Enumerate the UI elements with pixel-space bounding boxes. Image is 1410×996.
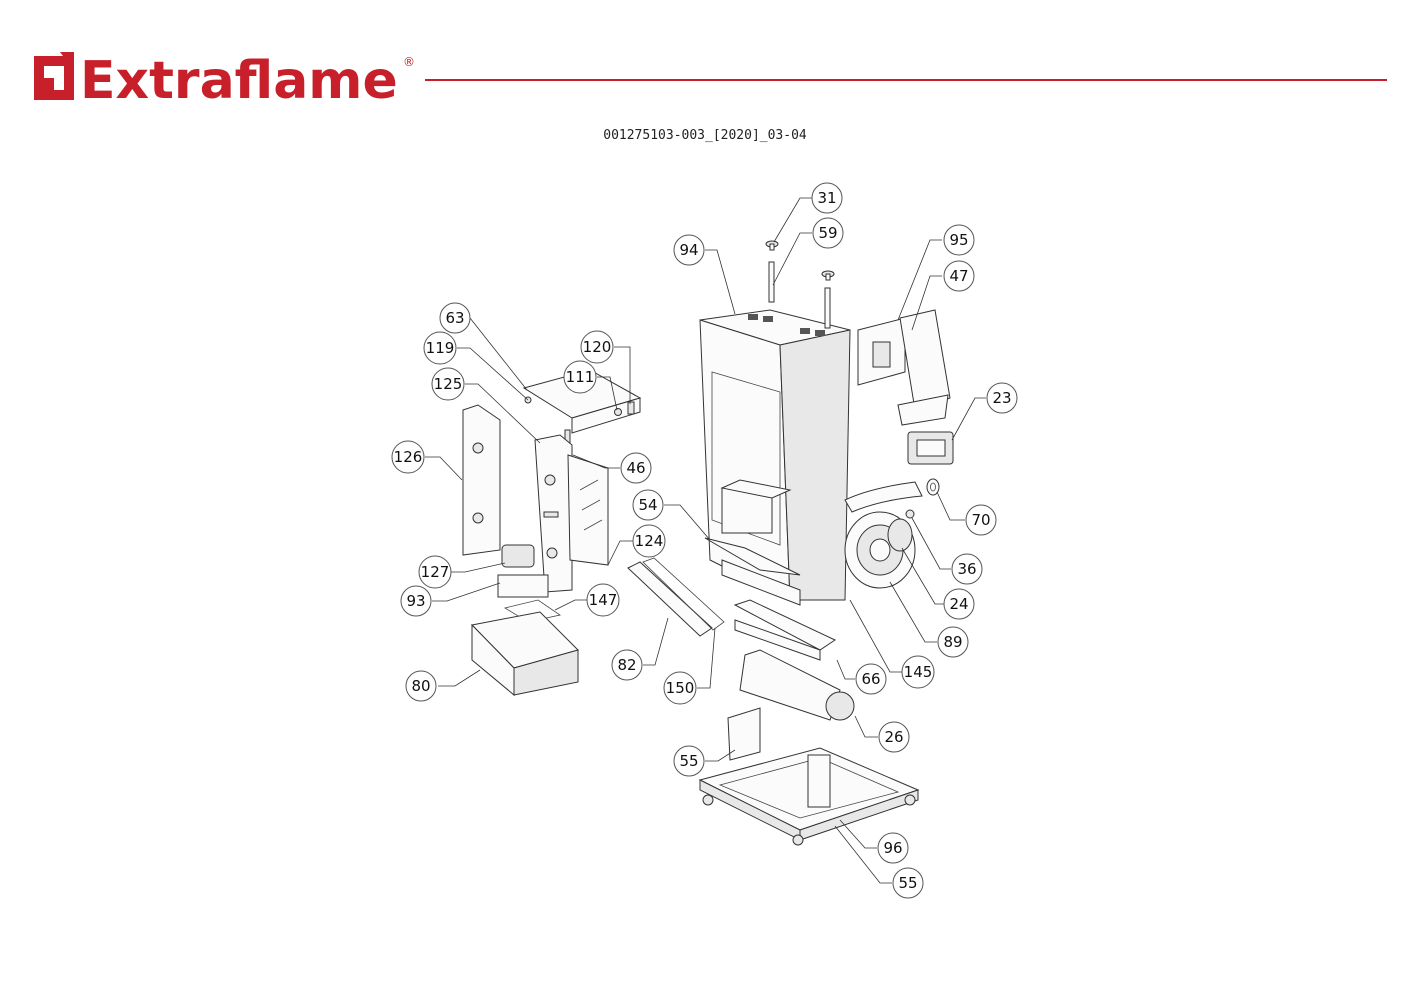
callout-label: 80 [411, 677, 430, 695]
callout-label: 54 [638, 496, 657, 514]
callout-label: 147 [589, 591, 618, 609]
header: Extraflame ® [0, 0, 1410, 130]
callout-24: 24 [943, 588, 975, 620]
header-rule [425, 79, 1387, 81]
callout-label: 126 [394, 448, 423, 466]
callout-82: 82 [611, 649, 643, 681]
brand-logo: Extraflame ® [34, 51, 415, 108]
part-80-box [470, 611, 579, 697]
part-31-bolt [765, 240, 835, 281]
callout-label: 23 [992, 389, 1011, 407]
callout-59: 59 [812, 217, 844, 249]
callout-150: 150 [663, 671, 697, 705]
logo-mark-icon [34, 52, 74, 100]
callout-80: 80 [405, 670, 437, 702]
callout-label: 89 [943, 633, 962, 651]
part-120-bolt [627, 401, 635, 415]
callout-label: 95 [949, 231, 968, 249]
callout-47: 47 [943, 260, 975, 292]
callout-label: 63 [445, 309, 464, 327]
callout-label: 55 [679, 752, 698, 770]
callout-66: 66 [855, 663, 887, 695]
callout-63: 63 [439, 302, 471, 334]
part-125-front-panel [534, 434, 573, 593]
callout-label: 96 [883, 839, 902, 857]
part-111-spacer [614, 408, 622, 416]
callout-31: 31 [811, 182, 843, 214]
callout-label: 127 [421, 563, 450, 581]
part-26-tangential-fan [739, 649, 855, 721]
callout-26: 26 [878, 721, 910, 753]
part-54-rail [704, 537, 801, 576]
callout-55-lower: 55 [892, 867, 924, 899]
callout-46: 46 [620, 452, 652, 484]
part-59-rod [768, 261, 831, 329]
callout-145: 145 [901, 655, 935, 689]
callout-label: 47 [949, 267, 968, 285]
part-150-gasket [642, 557, 725, 631]
part-93-igniter [497, 574, 549, 598]
callout-label: 26 [884, 728, 903, 746]
leader-lines [425, 197, 986, 884]
callout-36: 36 [951, 553, 983, 585]
part-94-main-body [699, 309, 851, 606]
callout-147: 147 [586, 583, 620, 617]
part-145-extraction-duct [844, 481, 923, 513]
callout-label: 70 [971, 511, 990, 529]
callout-95: 95 [943, 224, 975, 256]
part-47-flue-pipe [897, 309, 951, 426]
callout-label: 55 [898, 874, 917, 892]
part-55-plate [727, 707, 761, 761]
part-124-tray [567, 454, 609, 566]
callout-120: 120 [580, 330, 614, 364]
callout-124: 124 [632, 524, 666, 558]
callout-94: 94 [673, 234, 705, 266]
callout-55-upper: 55 [673, 745, 705, 777]
callout-23: 23 [986, 382, 1018, 414]
callout-label: 31 [817, 189, 836, 207]
part-127-bracket [501, 544, 535, 568]
part-96-base-frame [698, 747, 920, 846]
callout-label: 66 [861, 670, 880, 688]
part-95-flue-bracket [857, 317, 906, 386]
callout-label: 94 [679, 241, 698, 259]
callout-label: 150 [666, 679, 695, 697]
part-36-screw [905, 509, 915, 519]
callout-54: 54 [632, 489, 664, 521]
part-126-side-panel [462, 404, 501, 556]
callout-label: 82 [617, 656, 636, 674]
callout-125: 125 [431, 367, 465, 401]
callout-126: 126 [391, 440, 425, 474]
callout-label: 111 [566, 368, 595, 386]
callout-label: 36 [957, 560, 976, 578]
callout-label: 24 [949, 595, 968, 613]
callout-label: 120 [583, 338, 612, 356]
callout-label: 46 [626, 459, 645, 477]
part-23-gear-motor [907, 431, 954, 465]
callout-label: 145 [904, 663, 933, 681]
callout-111: 111 [563, 360, 597, 394]
callout-96: 96 [877, 832, 909, 864]
callout-119: 119 [423, 331, 457, 365]
part-66-ash-drawer [733, 599, 837, 661]
brand-wordmark: Extraflame [80, 51, 398, 108]
part-24-fan-motor [887, 518, 913, 552]
callout-label: 119 [426, 339, 455, 357]
part-82-glass [627, 561, 713, 637]
callout-89: 89 [937, 626, 969, 658]
part-70-washer [926, 478, 940, 496]
registered-mark: ® [403, 55, 415, 69]
callout-127: 127 [418, 555, 452, 589]
callout-70: 70 [965, 504, 997, 536]
callout-label: 124 [635, 532, 664, 550]
callout-label: 59 [818, 224, 837, 242]
callout-label: 93 [406, 592, 425, 610]
callout-93: 93 [400, 585, 432, 617]
callout-label: 125 [434, 375, 463, 393]
document-code: 001275103-003_[2020]_03-04 [603, 128, 807, 143]
